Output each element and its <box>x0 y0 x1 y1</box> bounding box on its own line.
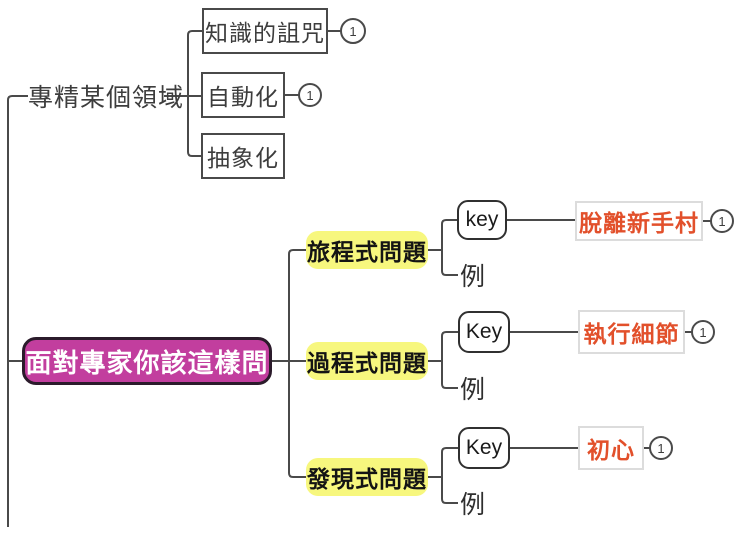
key-node[interactable]: key <box>457 200 507 240</box>
key-node[interactable]: Key <box>458 427 510 469</box>
node-process-question[interactable]: 過程式問題 <box>306 342 428 380</box>
node-value-leave-newbie-village[interactable]: 脫離新手村 <box>575 201 703 241</box>
node-value-beginners-mind[interactable]: 初心 <box>578 426 644 470</box>
node-discovery-question[interactable]: 發現式問題 <box>306 458 428 496</box>
count-badge[interactable]: 1 <box>710 209 734 233</box>
count-badge[interactable]: 1 <box>649 436 673 460</box>
node-abstraction[interactable]: 抽象化 <box>201 133 290 183</box>
count-badge[interactable]: 1 <box>298 83 322 107</box>
node-value-execution-details[interactable]: 執行細節 <box>578 310 685 354</box>
node-curse-of-knowledge[interactable]: 知識的詛咒 <box>202 8 333 58</box>
node-main-topic[interactable]: 面對專家你該這樣問 <box>22 337 272 385</box>
example-label[interactable]: 例 <box>460 491 486 519</box>
key-node[interactable]: Key <box>458 311 510 353</box>
example-label[interactable]: 例 <box>460 263 486 291</box>
example-label[interactable]: 例 <box>460 376 486 404</box>
count-badge[interactable]: 1 <box>691 320 715 344</box>
node-journey-question[interactable]: 旅程式問題 <box>306 231 428 269</box>
node-automation[interactable]: 自動化 <box>201 72 290 122</box>
count-badge[interactable]: 1 <box>340 18 366 44</box>
node-specialize-domain[interactable]: 專精某個領域 <box>28 84 185 112</box>
